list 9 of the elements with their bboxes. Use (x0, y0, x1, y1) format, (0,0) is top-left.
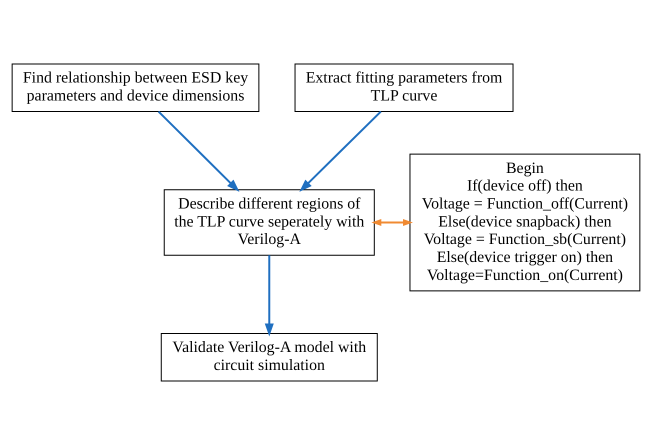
node-box: Extract fitting parameters from TLP curve (294, 63, 514, 112)
node-box: Validate Verilog-A model with circuit simulation (160, 332, 378, 382)
node-box: Describe different regions of the TLP curve seperately with Verilog-A (164, 189, 375, 256)
arrow (158, 110, 240, 192)
arrow (299, 110, 382, 192)
arrow (371, 219, 413, 226)
node-box: Begin If(device off) then Voltage = Function_off(Current) Else(device snapback) then Voltage = Function_sb(Current) Else(device trigger on) then Voltage=Function_on(Current) (409, 154, 640, 292)
arrow (264, 255, 274, 336)
node-box: Find relationship between ESD key parameters and device dimensions (12, 63, 260, 112)
